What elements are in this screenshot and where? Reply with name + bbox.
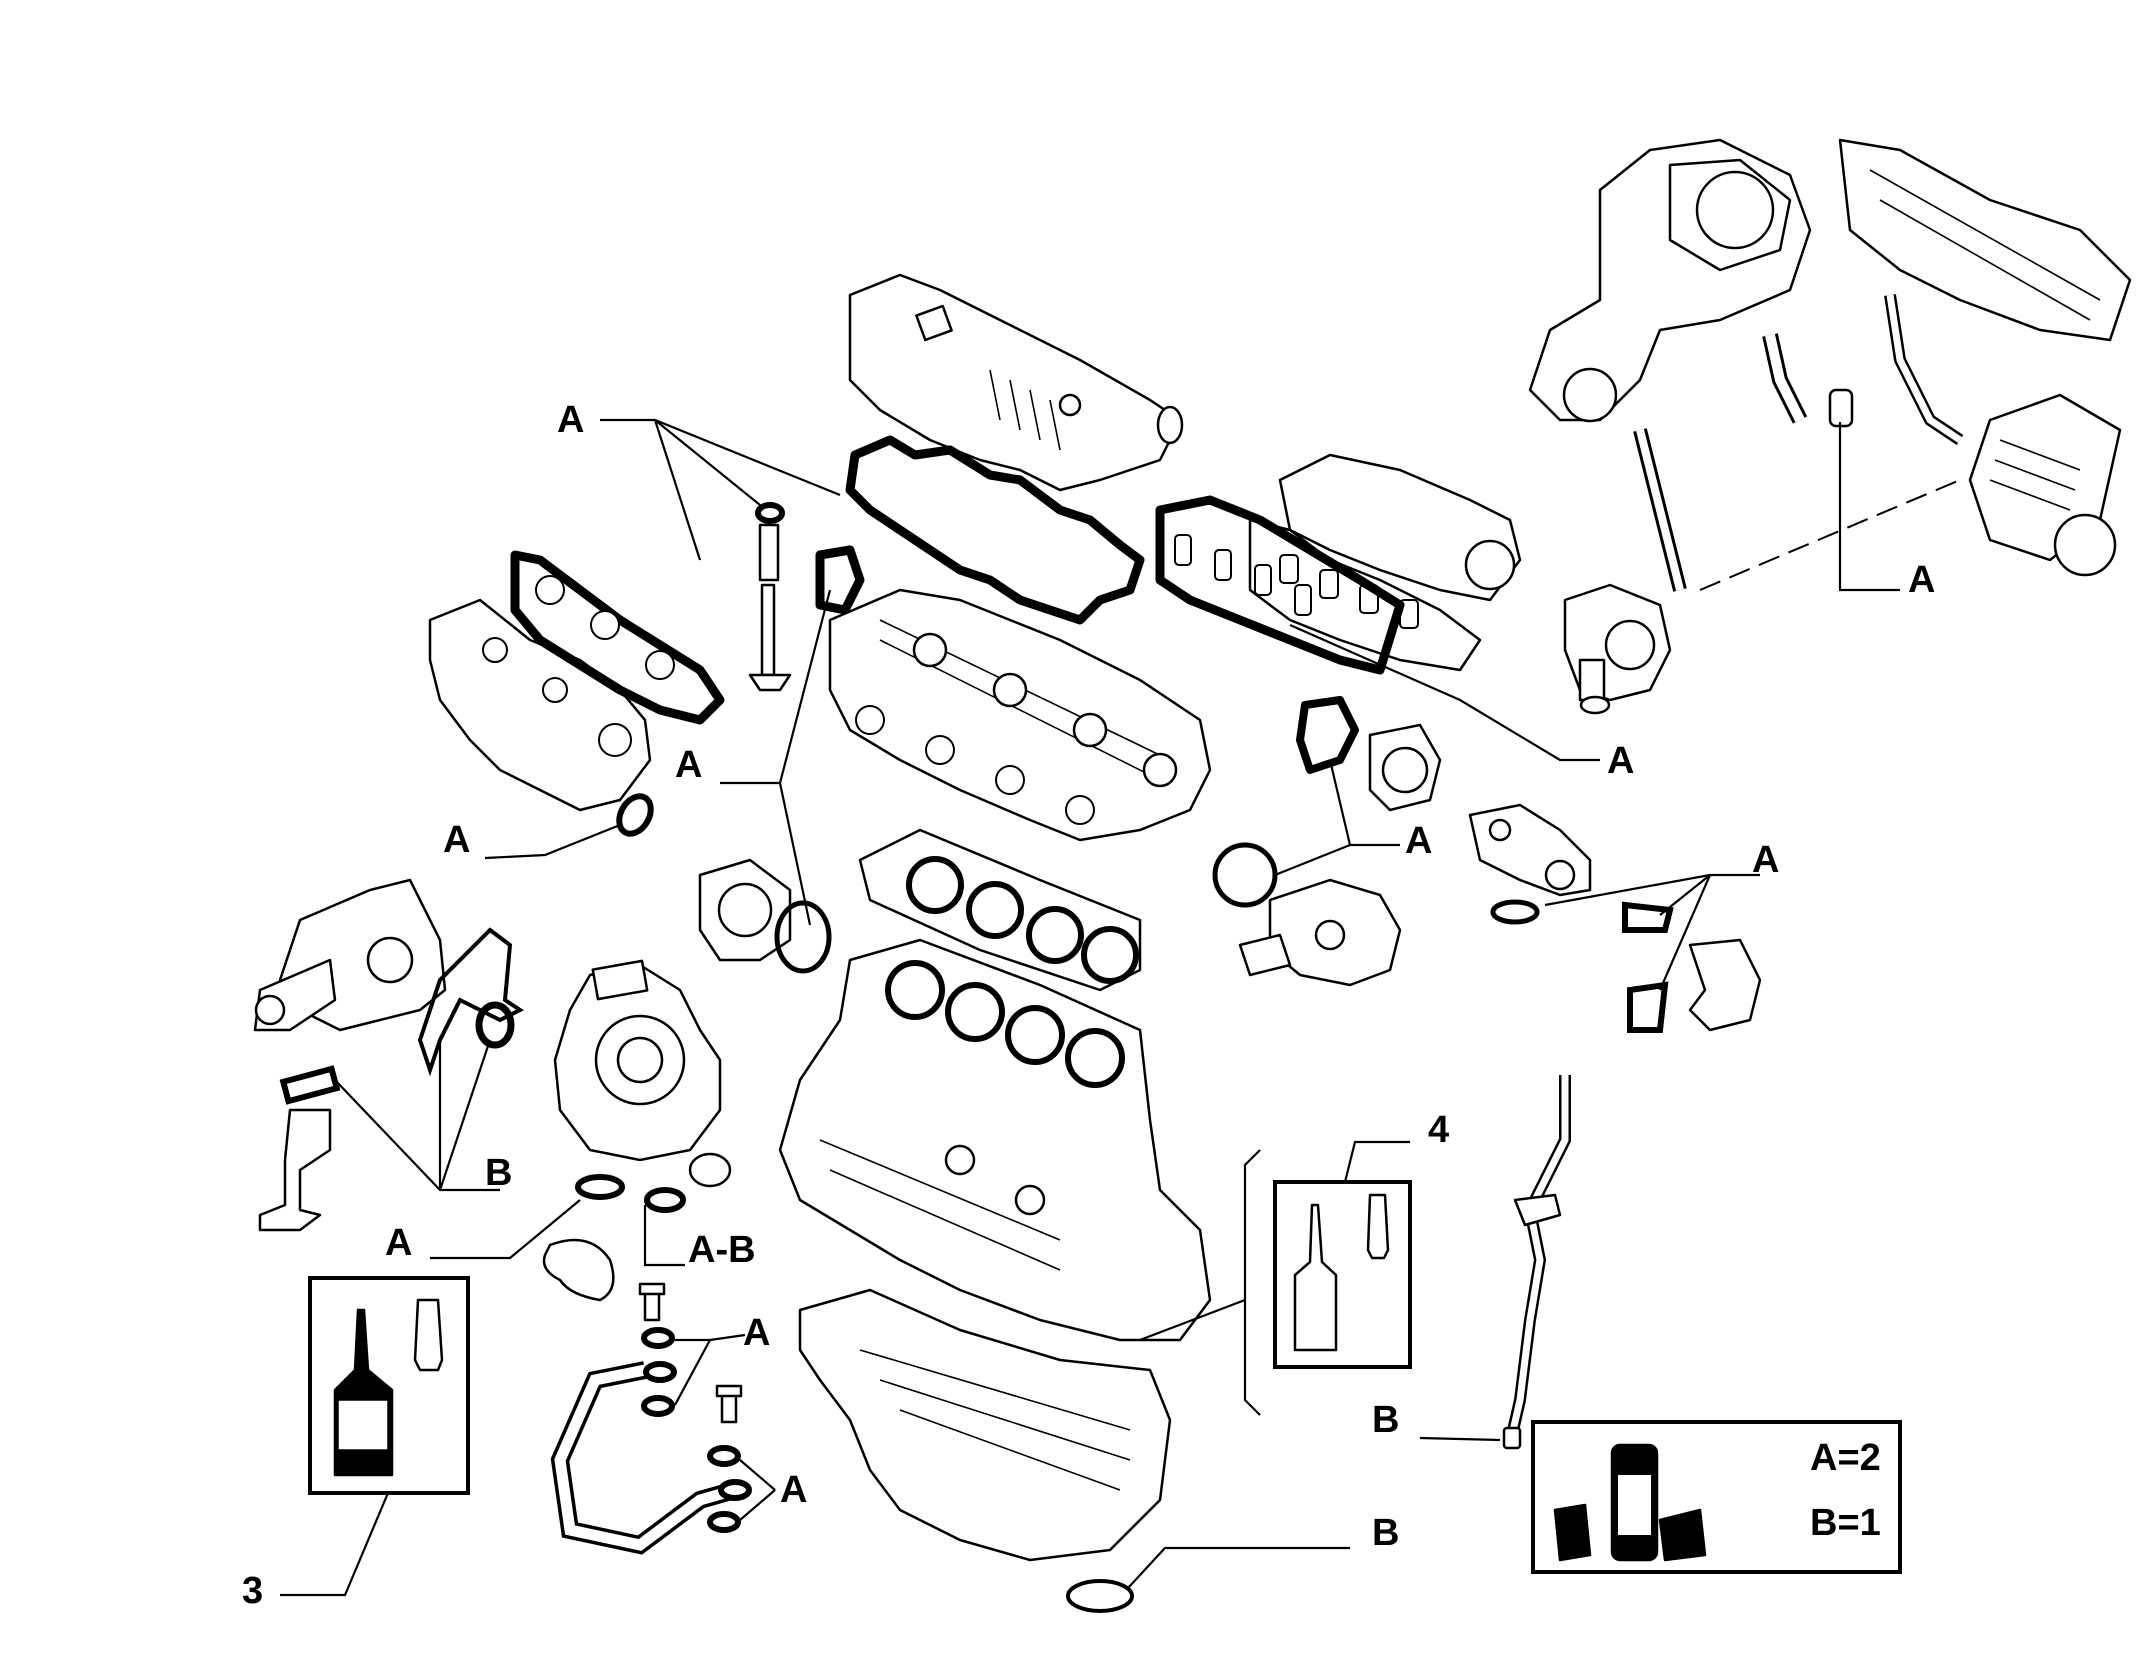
egr-elbow [1688,938,1762,1032]
turbo-outlet-gasket [616,793,654,837]
egr-gasket-1 [1490,899,1540,925]
callout-4-sealant: 4 [1428,1109,1449,1151]
vacuum-pump [1368,723,1442,812]
oil-pan [798,1288,1172,1562]
throttle-body [1563,583,1672,715]
oil-pan-o-ring [1066,1579,1134,1613]
turbo-gasket-2 [644,1187,686,1213]
water-pump [698,858,792,962]
dipstick-tube [1502,1075,1571,1450]
turbo-gasket-1 [575,1174,625,1200]
oil-strainer [258,1065,341,1232]
front-cover-gasket [417,927,524,1077]
callout-a-exhaust: A [443,819,470,861]
egr-intake-assembly [1528,138,2132,592]
callout-a-turbo: A [385,1222,412,1264]
water-pump-o-ring [774,900,832,974]
callout-b-oil-pan: B [1372,1512,1399,1554]
egr-gasket-3 [1627,981,1669,1033]
small-gasket-egr [1828,388,1854,428]
callout-a-b-turbo: A-B [688,1229,756,1271]
callout-a-tube-upper: A [743,1312,770,1354]
valve-cover-gasket [845,435,1145,625]
callout-a-egr-valve: A [1752,839,1779,881]
valve-cover [848,273,1184,492]
callout-a-water-pump: A [675,744,702,786]
oil-return-tube [550,1282,752,1555]
callout-a-egr-cooler: A [1908,559,1935,601]
cylinder-head-gasket [858,828,1142,992]
cylinder-head [828,588,1212,842]
egr-gasket-2 [1622,901,1674,933]
leader-lines [280,418,1900,1597]
callout-a-valve-cover: A [557,399,584,441]
corrugated-hose [542,1238,615,1302]
sealant-kit-4 [1273,1180,1412,1369]
turbocharger [553,959,732,1188]
thermostat-housing [1238,878,1402,987]
callout-3-sealant: 3 [242,1570,263,1612]
callout-a-tube-lower: A [780,1469,807,1511]
egr-valve [1468,803,1592,897]
callout-b-dipstick: B [1372,1399,1399,1441]
legend-b-quantity: B=1 [1810,1502,1881,1544]
vacuum-pump-gasket [1296,696,1359,774]
thermostat-o-ring [1212,842,1278,908]
front-crank-seal [475,1001,515,1049]
intake-manifold-gasket [1155,495,1405,675]
oil-pump-cover [253,878,447,1032]
callout-a-intake: A [1607,740,1634,782]
sealant-kit-3 [308,1276,470,1495]
callout-b-oil-pump: B [485,1152,512,1194]
intake-manifold [1248,453,1522,672]
callout-a-thermostat: A [1405,820,1432,862]
exhaust-manifold-gasket [510,550,725,725]
quantity-legend-box: A=2 B=1 [1531,1420,1902,1574]
legend-a-quantity: A=2 [1810,1437,1881,1479]
flange-gasket [815,545,865,615]
engine-block [778,938,1212,1342]
legend-frame [1531,1420,1902,1574]
valve-and-stem-seal [748,502,792,692]
